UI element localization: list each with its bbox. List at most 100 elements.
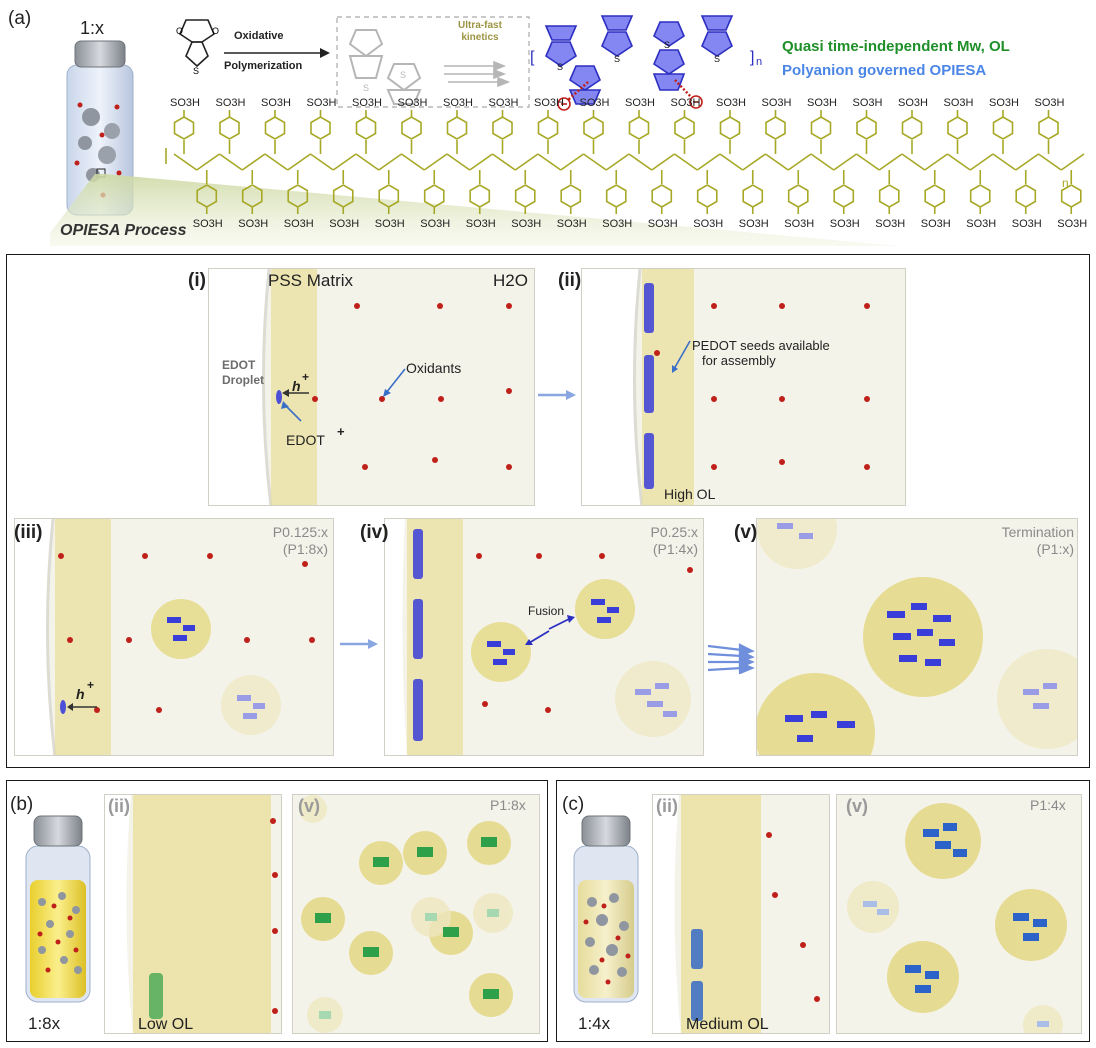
panel-c-ii-tag: (ii) [656,796,678,816]
fusion-label: Fusion [528,604,565,618]
dimer-intermediate-box: S S [336,16,530,108]
so3h-label: SO3H [307,97,337,109]
panel-b-v-tag: (v) [298,796,320,816]
step-iii-ratio-line1: P0.125:x [272,524,328,540]
backbone-bond [947,153,971,171]
step-iii-ratio-line2: (P1:8x) [282,541,328,557]
phenyl-ring [173,116,195,140]
vial-c-ratio: 1:4x [578,1014,611,1033]
phenyl-ring [742,184,764,208]
svg-text:S: S [714,54,720,64]
step-ii-tag: (ii) [558,270,582,291]
hole-label-iii: h [76,686,85,702]
panel-c-ratio: P1:4x [1030,797,1066,813]
so3h-label: SO3H [602,218,632,230]
panel-a-tag: (a) [8,8,32,29]
so3h-label: SO3H [739,218,769,230]
scene-c-v [836,794,1082,1034]
phenyl-ring [378,184,400,208]
so3h-label: SO3H [580,97,610,109]
backbone-bond [605,153,630,171]
phenyl-ring [196,184,218,208]
phenyl-ring [355,116,377,140]
opiesa-process-label: OPIESA Process [60,222,187,239]
panel-b-ratio: P1:8x [490,797,526,813]
scene-v [756,518,1078,756]
medium-ol-label: Medium OL [686,1016,769,1033]
step-iv-ratio-line2: (P1:4x) [652,541,698,557]
so3h-label: SO3H [830,218,860,230]
water-label: H2O [493,271,528,290]
backbone-bond [583,153,607,171]
so3h-label: SO3H [1057,218,1087,230]
so3h-label: SO3H [466,218,496,230]
backbone-bond [628,153,653,171]
phenyl-ring [719,116,741,140]
svg-text:S: S [363,83,369,93]
so3h-label: SO3H [489,97,519,109]
scene-i [208,268,535,506]
hole-plus-i: + [302,370,310,384]
phenyl-ring [583,116,604,140]
backbone-bond [241,153,266,171]
phenyl-ring [969,184,991,208]
so3h-label: SO3H [170,97,200,109]
phenyl-ring [401,116,422,140]
backbone-bond [355,153,380,171]
backbone-bond [969,153,994,171]
phenyl-ring [219,116,240,140]
scene-c-v-art [847,803,1067,1033]
backbone-bond [219,153,243,171]
backbone-bond [833,153,857,171]
phenyl-ring [924,184,946,208]
backbone-bond [492,153,516,171]
pss-subscript-n: n [1062,176,1069,190]
so3h-label: SO3H [534,97,564,109]
backbone-bond [423,153,448,171]
kinetics-line1: Ultra-fast [458,20,502,31]
phenyl-ring [810,116,832,140]
scene-iv [384,518,704,756]
so3h-label: SO3H [898,97,928,109]
step-iv-ratio-line1: P0.25:x [650,524,698,540]
so3h-label: SO3H [966,218,996,230]
phenyl-ring [1038,116,1059,140]
backbone-bond [765,153,789,171]
edot-droplet-label: EDOT Droplet [222,358,264,388]
edot-cation-plus: + [337,424,345,439]
backbone-bond [1060,153,1085,171]
backbone-bond [992,153,1017,171]
scene-b-v [292,794,540,1034]
panel-c-v-tag: (v) [846,796,868,816]
panel-b-ii-tag: (ii) [108,796,130,816]
so3h-label: SO3H [398,97,428,109]
droplet-line2: Droplet [222,373,264,387]
so3h-label: SO3H [420,218,450,230]
phenyl-ring [560,184,582,208]
pedot-oligomer-structure: S S S S [ ] [530,15,754,111]
so3h-label: SO3H [648,218,678,230]
pss-backbone-structure: SO3H SO3H SO3H SO3H SO3H SO3H SO3H SO3H SO3H SO3H… [165,97,1087,230]
phenyl-ring [469,184,491,208]
backbone-bond [196,153,220,171]
backbone-bond [924,153,948,171]
so3h-label: SO3H [352,97,382,109]
so3h-label: SO3H [944,97,974,109]
oxidants-label: Oxidants [406,360,462,376]
kinetics-line2: kinetics [461,32,499,43]
phenyl-ring [423,184,445,208]
phenyl-ring [856,116,877,140]
scene-ii [581,268,906,506]
backbone-bond [810,153,835,171]
backbone-bond [537,153,562,171]
so3h-label: SO3H [193,218,223,230]
svg-text:S: S [614,54,620,64]
phenyl-ring [514,184,536,208]
scene-iii [14,518,334,756]
svg-text:S: S [557,62,563,72]
phenyl-ring [287,184,309,208]
step-v-ratio: Termination (P1:x) [990,524,1074,558]
scene-i-art [209,269,512,505]
panel-b-tag: (b) [10,794,34,815]
so3h-label: SO3H [375,218,405,230]
